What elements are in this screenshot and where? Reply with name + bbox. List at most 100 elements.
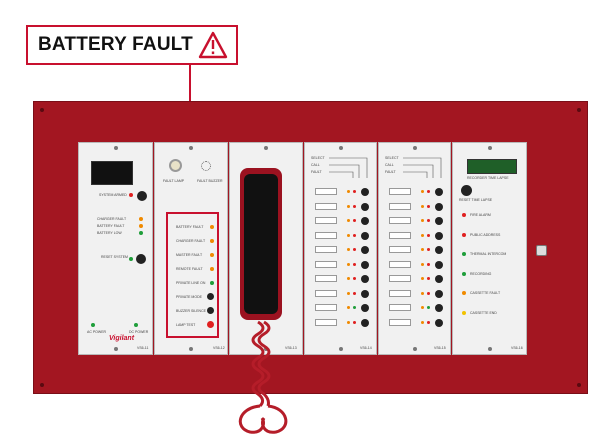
reset-system-button[interactable] [136, 254, 146, 264]
recorder-display [467, 159, 517, 174]
call-strip-row [315, 202, 373, 212]
name-label-slot [315, 275, 337, 282]
strip-header-leaders [329, 157, 368, 178]
call-label: CALL [385, 163, 394, 167]
name-label-slot [389, 318, 411, 326]
call-strip-row [315, 231, 373, 241]
fault-indicator-button[interactable] [207, 321, 214, 328]
battery-low-led [139, 231, 143, 235]
call-strip-row [389, 231, 447, 241]
name-label-slot [389, 260, 411, 268]
select-button[interactable] [435, 202, 443, 211]
recorder-status-label: RECORDING [470, 271, 492, 276]
recorder-status-row: THERMAL INTERCOM [458, 250, 524, 258]
select-button[interactable] [361, 188, 369, 196]
fault-indicator-led [210, 225, 214, 229]
select-button[interactable] [361, 304, 369, 312]
cabinet-screw [577, 383, 581, 387]
fault-led [427, 219, 430, 222]
fault-led [427, 204, 430, 208]
recorder-status-label: CASSETTE END [470, 310, 497, 315]
fault-indicator-label: PRIVATE LINE ON [176, 281, 206, 285]
select-button[interactable] [435, 275, 443, 283]
system-armed-key[interactable] [137, 191, 147, 201]
call-led [347, 233, 350, 237]
select-button[interactable] [435, 289, 443, 298]
call-strip-row [315, 289, 373, 299]
select-button[interactable] [361, 318, 369, 327]
name-label-slot [389, 246, 411, 253]
call-strip-row [389, 187, 447, 197]
select-button[interactable] [361, 231, 369, 240]
dc-power-led [134, 323, 138, 327]
select-button[interactable] [435, 304, 443, 312]
fault-indicator-row: MASTER FAULT [172, 251, 218, 259]
fault-indicator-row[interactable]: PRIVATE MODE [172, 293, 218, 301]
call-strip-row [389, 274, 447, 284]
fault-led [353, 320, 356, 324]
select-button[interactable] [361, 275, 369, 283]
cabinet-lock[interactable] [536, 245, 547, 256]
fault-buzzer [201, 161, 211, 171]
select-button[interactable] [361, 246, 369, 254]
select-button[interactable] [361, 217, 369, 225]
call-led [347, 248, 350, 251]
call-strip-row [315, 216, 373, 226]
select-button[interactable] [361, 202, 369, 211]
fault-led [427, 190, 430, 193]
handset-grip [244, 174, 278, 314]
system-armed-label: SYSTEM ARMED [99, 193, 127, 197]
fault-led [427, 306, 430, 309]
select-label: SELECT [385, 156, 399, 160]
select-button[interactable] [361, 260, 369, 269]
select-button[interactable] [435, 217, 443, 225]
select-button[interactable] [435, 260, 443, 269]
panel-screw [113, 347, 118, 351]
fault-indicator-button[interactable] [207, 307, 214, 314]
call-led [421, 233, 424, 237]
call-strip-row [389, 202, 447, 212]
fault-led [353, 233, 356, 237]
fault-led [353, 306, 356, 309]
fault-led [427, 320, 430, 324]
select-button[interactable] [435, 246, 443, 254]
fault-led [353, 277, 356, 280]
telephone-handset[interactable] [240, 168, 282, 320]
call-strip-row [389, 245, 447, 255]
fault-indicator-row[interactable]: BUZZER SILENCE [172, 307, 218, 315]
call-strip-row [389, 318, 447, 328]
panel-id: VS6-13 [285, 346, 297, 350]
reset-time-lapse-button[interactable] [461, 185, 472, 196]
select-button[interactable] [361, 289, 369, 298]
select-button[interactable] [435, 231, 443, 240]
call-led [347, 320, 350, 324]
panel-id: VS6-16 [511, 346, 523, 350]
fault-indicators-highlight [166, 212, 219, 338]
call-led [421, 204, 424, 208]
fault-led [427, 277, 430, 280]
fault-led [353, 248, 356, 251]
name-label-slot [315, 289, 337, 297]
cabinet-screw [40, 383, 44, 387]
call-strip-row [315, 274, 373, 284]
call-led [421, 262, 424, 266]
recorder-status-led [462, 310, 466, 315]
callout-label: BATTERY FAULT [38, 34, 193, 55]
call-led [347, 204, 350, 208]
fault-led [427, 291, 430, 295]
battery-fault-label: BATTERY FAULT [97, 224, 125, 228]
panel-screw [412, 347, 417, 351]
recorder-status-row: RECORDING [458, 270, 524, 278]
fault-buzzer-label: FAULT BUZZER [197, 179, 223, 183]
call-strip-row [315, 303, 373, 313]
fault-indicator-row[interactable]: LAMP TEST [172, 321, 218, 329]
select-button[interactable] [435, 318, 443, 327]
select-button[interactable] [435, 188, 443, 196]
fault-indicator-button[interactable] [207, 293, 214, 300]
panel-screw [264, 146, 268, 150]
fault-lamp [169, 159, 182, 172]
panel-id: VS6-14 [360, 346, 372, 350]
fault-indicator-row: BATTERY FAULT [172, 223, 218, 231]
strip-header-leaders [403, 157, 442, 178]
name-label-slot [315, 246, 337, 253]
